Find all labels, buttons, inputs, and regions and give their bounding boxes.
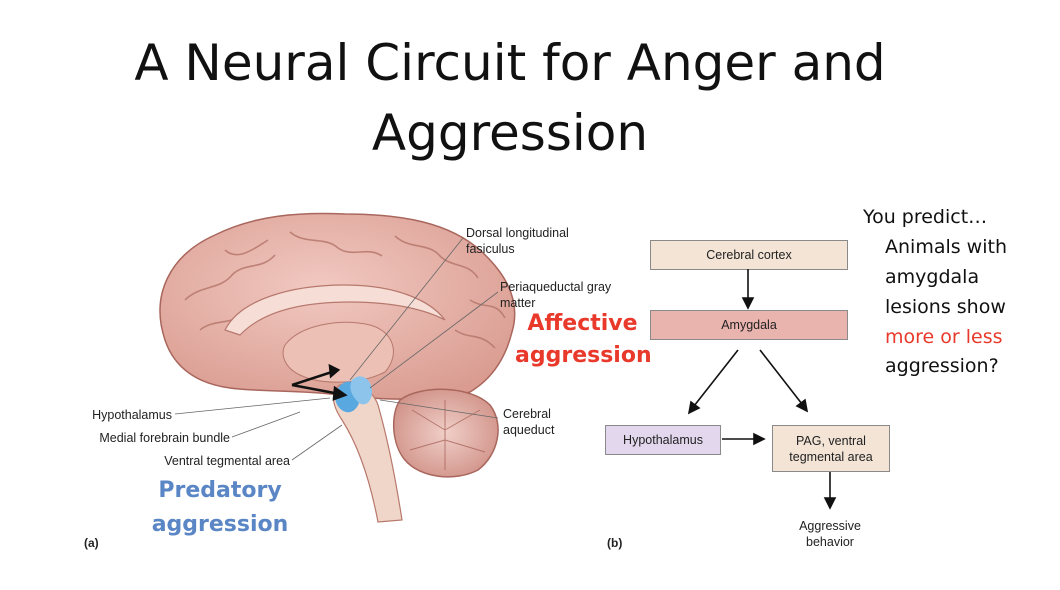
brainstem bbox=[332, 383, 403, 523]
aggressive-behavior-label: Aggressive behavior bbox=[799, 519, 861, 549]
slide-title: A Neural Circuit for Anger and Aggressio… bbox=[134, 34, 886, 162]
predict-line-5: aggression? bbox=[885, 355, 999, 377]
cerebellum-folia bbox=[409, 400, 486, 470]
thalamus-area bbox=[282, 321, 394, 383]
corpus-callosum bbox=[224, 284, 446, 336]
box-cerebral-cortex: Cerebral cortex bbox=[650, 240, 848, 270]
gyri-lines bbox=[184, 231, 506, 349]
panel-a-tag: (a) bbox=[84, 536, 99, 550]
leader-lines bbox=[174, 237, 499, 461]
box-amygdala: Amygdala bbox=[650, 310, 848, 340]
label-medial-forebrain: Medial forebrain bundle bbox=[99, 431, 230, 445]
predict-line-2: amygdala bbox=[885, 266, 980, 288]
cerebrum-shape bbox=[159, 212, 516, 400]
predict-line-3: lesions show bbox=[885, 296, 1006, 318]
label-ventral-tegmental: Ventral tegmental area bbox=[164, 454, 290, 468]
panel-b-tag: (b) bbox=[607, 536, 623, 550]
predict-heading: You predict… bbox=[863, 206, 988, 228]
label-cerebral-aqueduct: Cerebral aqueduct bbox=[503, 407, 555, 437]
predatory-aggression-label: Predatory aggression bbox=[151, 478, 289, 537]
box-pag: PAG, ventral tegmental area bbox=[772, 425, 890, 472]
box-hypothalamus: Hypothalamus bbox=[605, 425, 721, 455]
predict-line-1: Animals with bbox=[885, 236, 1007, 258]
label-periaqueductal: Periaqueductal gray matter bbox=[500, 280, 612, 310]
cerebellum bbox=[392, 388, 499, 478]
affective-aggression-label: Affective aggression bbox=[515, 311, 652, 368]
pag-highlight bbox=[350, 376, 372, 405]
predict-highlight: more or less bbox=[885, 326, 1003, 348]
label-dorsal-longitudinal: Dorsal longitudinal fasiculus bbox=[466, 226, 569, 256]
pathway-arrows bbox=[291, 363, 348, 401]
label-hypothalamus: Hypothalamus bbox=[92, 408, 172, 422]
